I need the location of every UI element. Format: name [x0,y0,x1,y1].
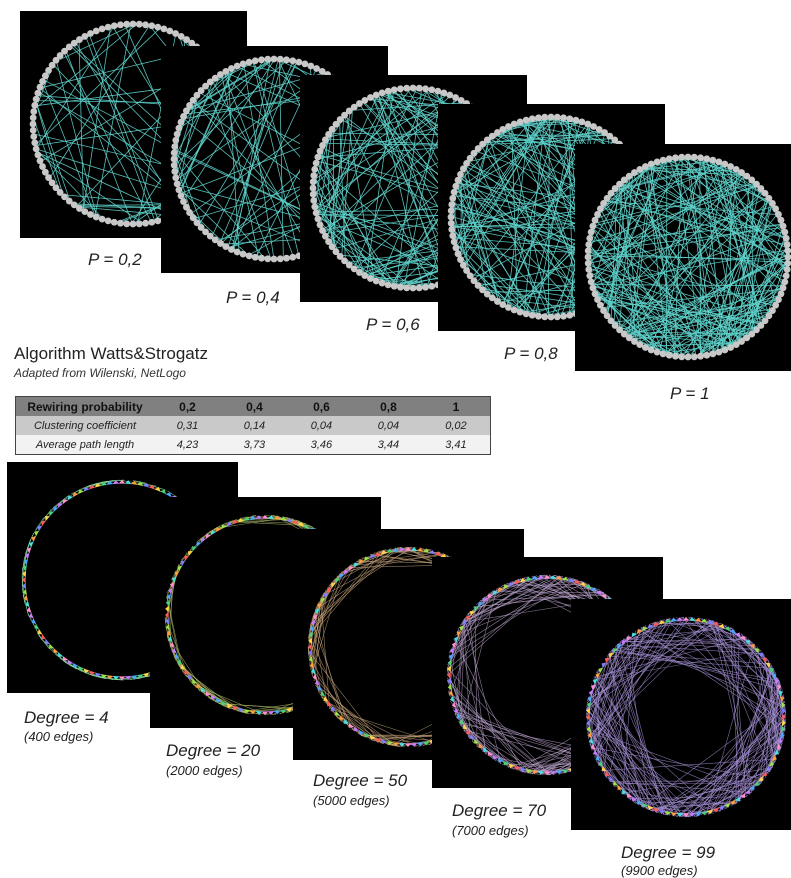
table-header-cell: 0,4 [221,397,288,417]
table-row: Clustering coefficient 0,31 0,14 0,04 0,… [16,416,491,435]
network-panel-p1 [575,144,791,371]
table-cell: 3,46 [288,435,355,455]
chord-group [586,617,786,817]
table-row: Average path length 4,23 3,73 3,46 3,44 … [16,435,491,455]
caption-edges-20: (2000 edges) [166,763,243,778]
table-row-label: Average path length [16,435,155,455]
caption-edges-99: (9900 edges) [621,863,698,878]
table-header-cell: Rewiring probability [16,397,155,417]
table-header-cell: 0,2 [154,397,221,417]
caption-edges-50: (5000 edges) [313,793,390,808]
table-row-label: Clustering coefficient [16,416,155,435]
algorithm-subtitle: Adapted from Wilenski, NetLogo [14,366,186,380]
caption-p08: P = 0,8 [504,344,558,364]
caption-degree-50: Degree = 50 [313,771,407,791]
table-cell: 0,02 [422,416,491,435]
stats-table: Rewiring probability 0,2 0,4 0,6 0,8 1 C… [15,396,491,455]
inner-hole [515,643,579,707]
table-header-row: Rewiring probability 0,2 0,4 0,6 0,8 1 [16,397,491,417]
caption-p02: P = 0,2 [88,250,142,270]
table-cell: 4,23 [154,435,221,455]
caption-p06: P = 0,6 [366,315,420,335]
table-header-cell: 1 [422,397,491,417]
table-header-cell: 0,8 [355,397,422,417]
table-cell: 0,04 [288,416,355,435]
degree-panel-99 [571,599,791,830]
table-cell: 3,44 [355,435,422,455]
table-cell: 0,14 [221,416,288,435]
network-graph-p1 [575,144,791,371]
node-ring [585,154,791,361]
caption-degree-20: Degree = 20 [166,741,260,761]
caption-p04: P = 0,4 [226,288,280,308]
table-cell: 3,41 [422,435,491,455]
table-cell: 0,04 [355,416,422,435]
caption-p1: P = 1 [670,384,710,404]
caption-edges-4: (400 edges) [24,729,93,744]
algorithm-title: Algorithm Watts&Strogatz [14,344,208,364]
caption-degree-4: Degree = 4 [24,708,109,728]
caption-degree-70: Degree = 70 [452,801,546,821]
caption-edges-70: (7000 edges) [452,823,529,838]
table-header-cell: 0,6 [288,397,355,417]
table-cell: 0,31 [154,416,221,435]
table-cell: 3,73 [221,435,288,455]
degree-graph-99 [571,599,791,830]
caption-degree-99: Degree = 99 [621,843,715,863]
